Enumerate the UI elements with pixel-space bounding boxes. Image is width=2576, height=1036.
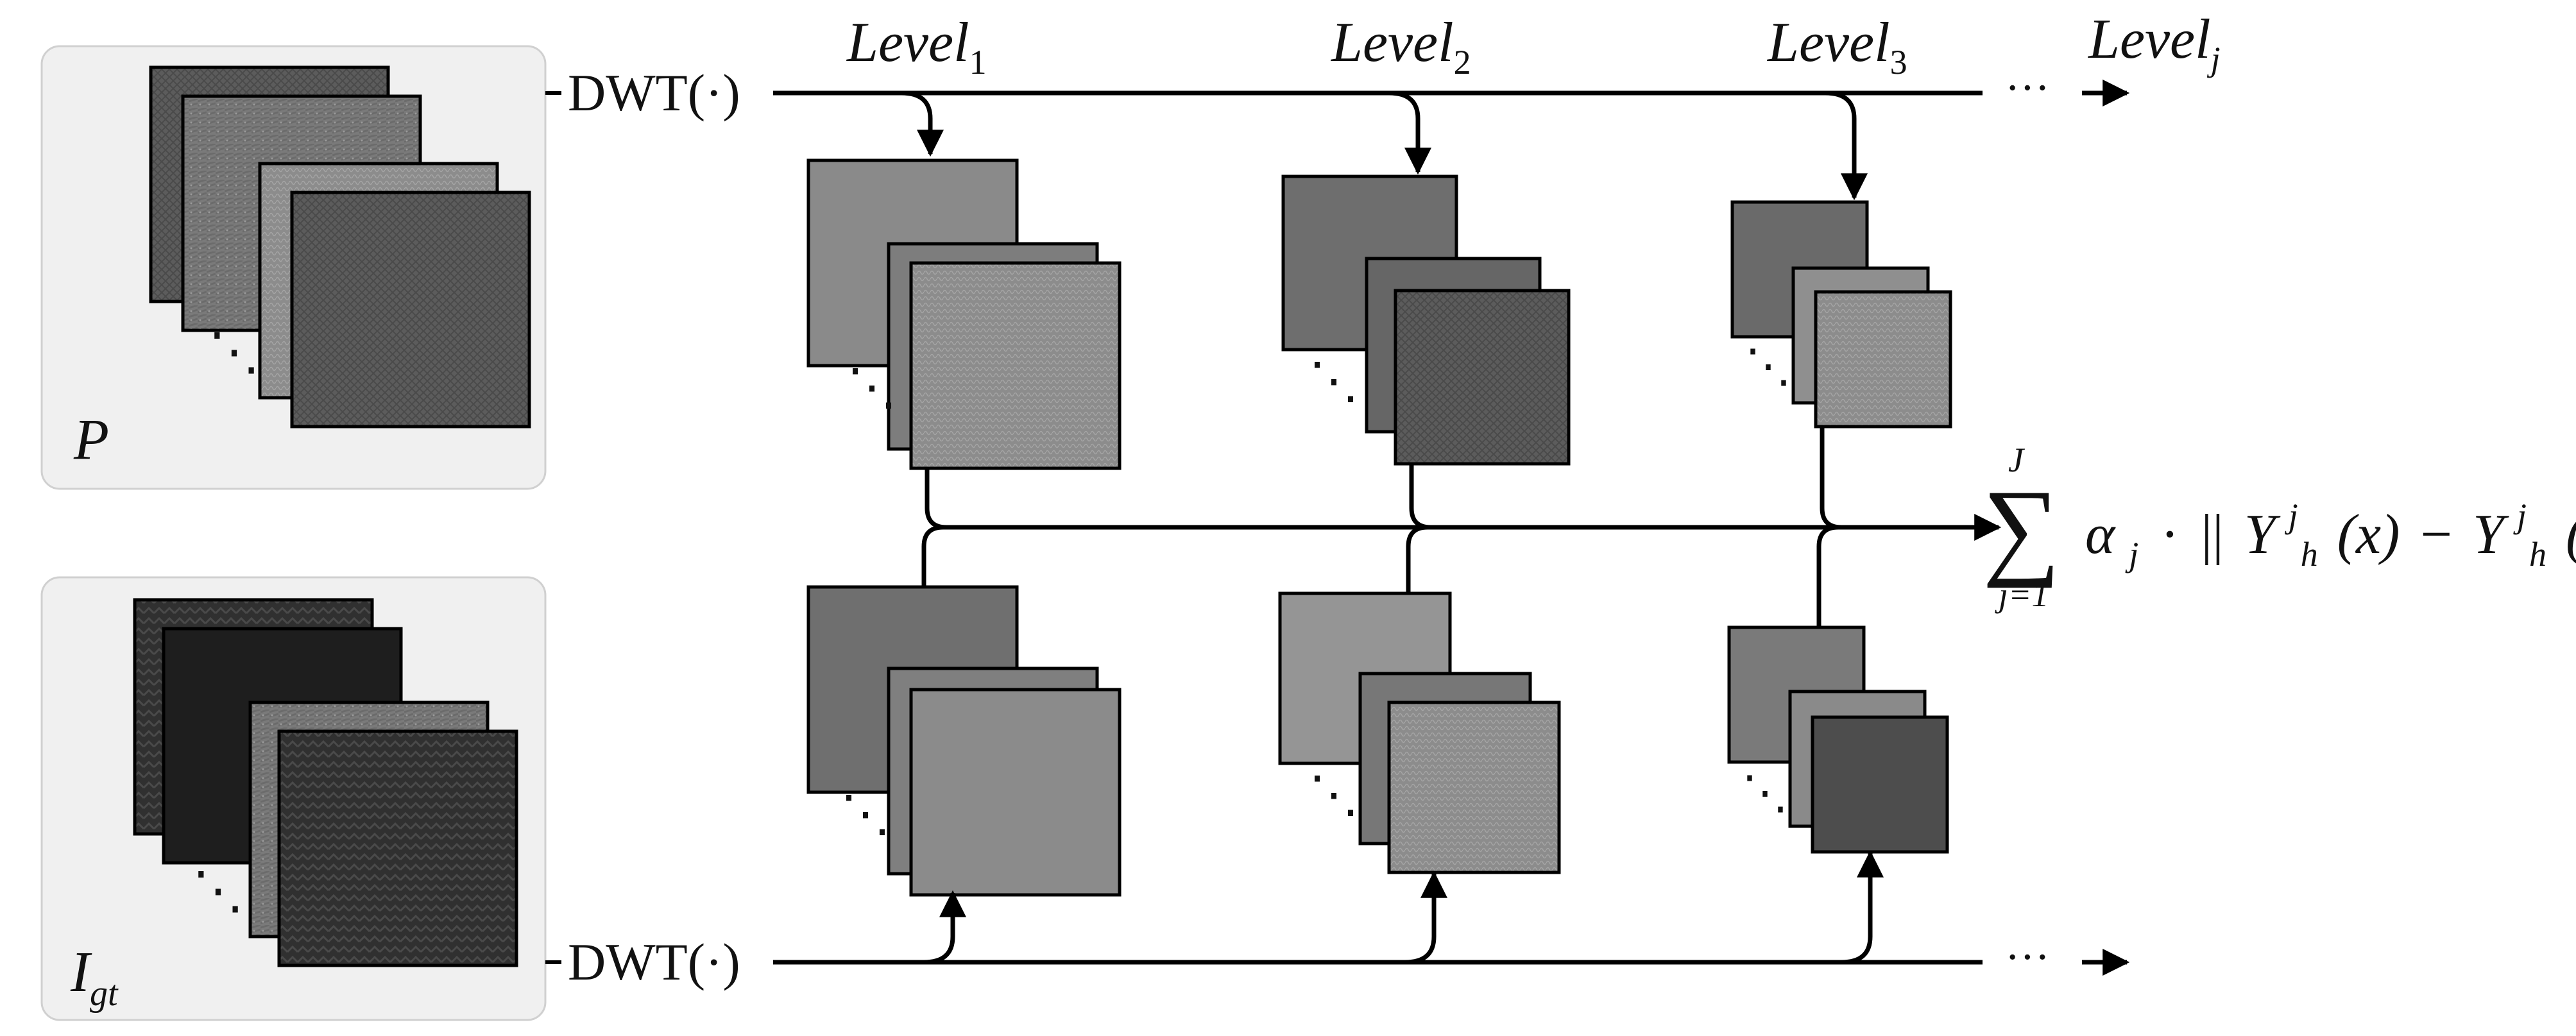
level-1-top-coef-3 (909, 261, 1122, 470)
prediction-image-4 (290, 191, 531, 429)
level-1-bottom-coefficients: ⋱ (806, 585, 1122, 897)
formula-expression: α j · || Y j h (x) − Y j h (y) || 1 (2085, 478, 2576, 579)
prediction-panel: ⋱ P (40, 45, 547, 490)
level-3-label: Level3 (1766, 12, 1907, 81)
bottom-dwt-label: DWT(·) (568, 933, 740, 991)
level-2-bottom-stack-ellipsis: ⋱ (1309, 767, 1359, 822)
level-3-bottom-coefficients: ⋱ (1727, 625, 1949, 854)
level-3-bottom-coef-3 (1811, 715, 1949, 854)
level-2-top-merge (1409, 464, 1431, 530)
level-3-bottom-stack-ellipsis: ⋱ (1742, 767, 1788, 819)
level-1-top-branch-arrow (901, 90, 944, 157)
level-3-top-branch-arrow (1825, 90, 1868, 201)
formula-upper-limit: J (2008, 441, 2026, 479)
level-3-top-coefficients: ⋱ (1730, 200, 1952, 429)
ground-truth-symbol: Igt (70, 940, 119, 1014)
level-j-label: Levelj (2087, 8, 2221, 78)
level-3-top-stack-ellipsis: ⋱ (1745, 341, 1791, 392)
level-2-bottom-merge (1406, 525, 1428, 593)
level-3-bottom-merge (1816, 525, 1839, 627)
ground-truth-stack-ellipsis: ⋱ (192, 863, 244, 919)
level-1-label: Level1 (846, 12, 987, 81)
level-1-top-merge (925, 470, 947, 530)
top-ellipsis: ··· (2005, 64, 2050, 113)
level-2-bottom-branch-arrow (1404, 870, 1447, 965)
top-dwt-label: DWT(·) (568, 64, 740, 122)
merge-connectors (921, 427, 1842, 627)
level-2-top-branch-arrow (1388, 90, 1431, 175)
level-2-bottom-coefficients: ⋱ (1278, 591, 1561, 874)
level-1-bottom-coef-3 (909, 688, 1122, 897)
prediction-symbol: P (73, 408, 109, 471)
level-2-top-coefficients: ⋱ (1281, 174, 1571, 466)
loss-formula: J ∑ j=1 α j · || Y j h (x) − Y j h (y) |… (1983, 441, 2576, 614)
ground-truth-panel: ⋱ Igt (40, 576, 547, 1021)
level-2-bottom-coef-3 (1387, 701, 1561, 874)
bottom-ellipsis: ··· (2005, 933, 2050, 982)
formula-sum-symbol: ∑ (1983, 468, 2060, 588)
level-2-label: Level2 (1330, 12, 1471, 81)
level-1-bottom-merge (921, 525, 944, 587)
prediction-stack-ellipsis: ⋱ (209, 324, 260, 380)
level-1-bottom-stack-ellipsis: ⋱ (840, 786, 891, 842)
level-3-top-coef-3 (1814, 290, 1952, 429)
level-3-bottom-branch-arrow (1841, 850, 1884, 965)
formula-lower-limit: j=1 (1995, 575, 2049, 614)
level-1-top-stack-ellipsis: ⋱ (847, 359, 897, 415)
level-2-top-stack-ellipsis: ⋱ (1309, 353, 1359, 409)
ground-truth-image-4 (277, 729, 518, 967)
level-1-top-coefficients: ⋱ (806, 158, 1122, 470)
level-3-top-merge (1820, 427, 1842, 530)
level-1-bottom-branch-arrow (923, 890, 966, 965)
level-2-top-coef-3 (1394, 289, 1571, 466)
